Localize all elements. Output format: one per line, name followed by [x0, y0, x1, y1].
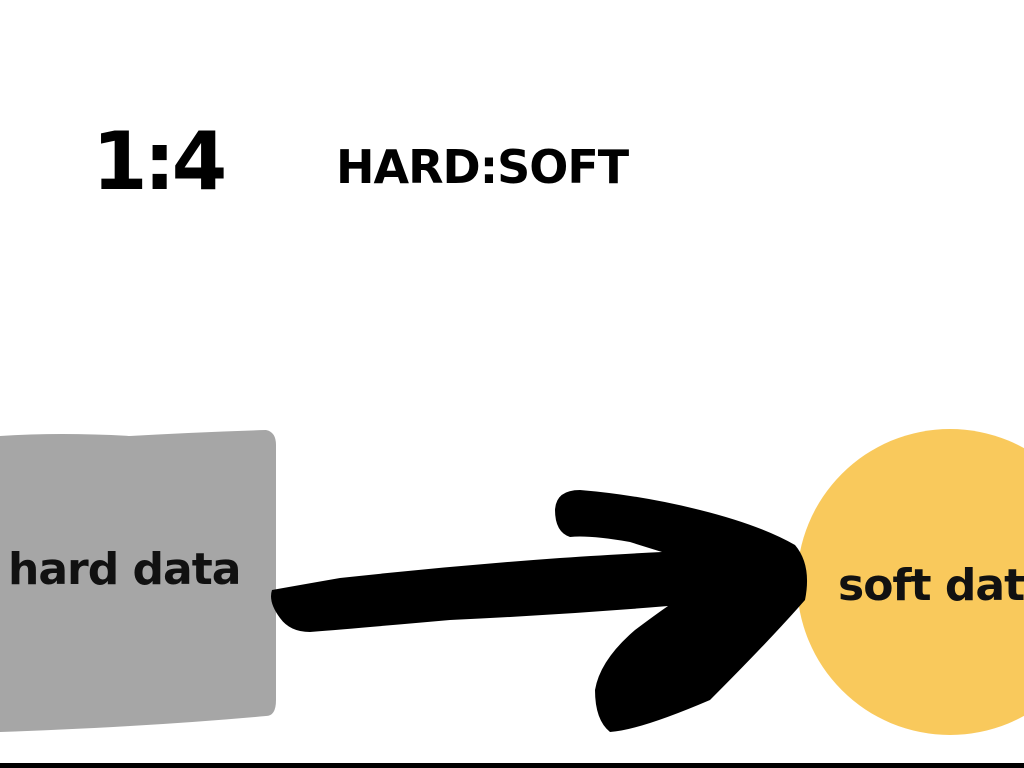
hard-data-box — [0, 430, 276, 732]
bottom-divider — [0, 763, 1024, 768]
soft-data-circle — [797, 429, 1024, 735]
ratio-value: 1:4 — [92, 115, 227, 208]
hard-data-label: hard data — [8, 544, 241, 595]
ratio-label: HARD:SOFT — [336, 140, 629, 194]
arrow-icon — [271, 490, 808, 732]
soft-data-label: soft data — [838, 560, 1024, 611]
